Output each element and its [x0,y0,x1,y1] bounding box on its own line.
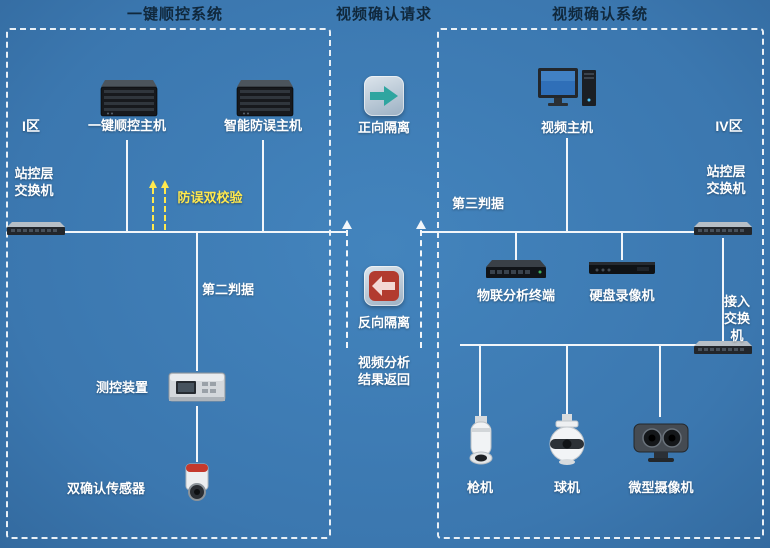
zone-4-label: IV区 [715,118,743,134]
measurement-device-label: 测控装置 [95,380,149,395]
third-criterion-label: 第三判据 [451,196,505,211]
connector-camera-bus [460,344,722,346]
forward-flow-dashed-line [346,230,348,348]
connector-host2-bus [262,140,264,232]
right-station-switch-label: 站控层 交换机 [706,164,746,196]
double-check-label: 防误双校验 [177,190,243,205]
double-confirm-sensor-icon [176,460,218,509]
anti-error-host-label: 智能防误主机 [223,118,303,133]
sequence-control-server-icon [95,76,159,125]
left-station-switch-label: 站控层 交换机 [14,166,54,198]
left-station-switch-icon [7,219,65,242]
zone-1-label: I区 [22,118,40,134]
dome-camera-label: 球机 [553,480,581,495]
reverse-isolation-icon [364,266,404,306]
access-switch-icon [694,338,752,361]
connector-bus-dvr [621,232,623,260]
connector-right-bus [421,231,721,233]
dvr-icon [589,259,655,282]
connector-bus-domecam [566,345,568,417]
connector-bus-microcam [659,345,661,417]
forward-flow-arrowhead [342,220,352,229]
access-switch-label: 接入 交换机 [723,294,750,343]
analysis-return-label: 视频分析 结果返回 [357,355,411,387]
connector-videohost-bus [566,138,568,232]
left-zone-box [6,28,331,539]
dome-camera-icon [542,414,592,477]
right-station-switch-icon [694,219,752,242]
connector-bus-bulletcam [479,345,481,417]
video-host-label: 视频主机 [540,120,594,135]
return-flow-dashed-line [420,230,422,348]
double-check-arrow-line-2 [164,188,166,230]
bullet-camera-icon [455,414,505,477]
connector-device-sensor [196,406,198,462]
double-check-arrowhead-1 [149,180,157,188]
reverse-isolation-label: 反向隔离 [357,315,411,330]
connector-bus-device [196,231,198,371]
micro-camera-icon [630,416,692,471]
bullet-camera-label: 枪机 [466,480,494,495]
micro-camera-label: 微型摄像机 [628,480,694,495]
iot-analysis-terminal-label: 物联分析终端 [476,288,556,303]
return-flow-arrowhead [416,220,426,229]
double-check-arrow-line-1 [152,188,154,230]
measurement-control-device-icon [168,369,226,410]
forward-isolation-label: 正向隔离 [357,120,411,135]
right-zone-box [437,28,764,539]
double-check-arrowhead-2 [161,180,169,188]
sequence-control-host-label: 一键顺控主机 [87,118,167,133]
connector-host1-bus [126,140,128,232]
video-host-computer-icon [538,68,596,123]
header-right-system: 视频确认系统 [551,6,649,23]
dvr-label: 硬盘录像机 [589,288,655,303]
header-left-system: 一键顺控系统 [126,6,224,23]
second-criterion-label: 第二判据 [201,282,255,297]
header-video-request: 视频确认请求 [335,6,433,23]
connector-bus-iot [515,232,517,260]
iot-analysis-terminal-icon [484,258,548,287]
connector-left-bus [18,231,348,233]
forward-isolation-icon [364,76,404,116]
connector-switch-access [722,238,724,344]
double-confirm-sensor-label: 双确认传感器 [66,481,146,496]
anti-error-server-icon [231,76,295,125]
